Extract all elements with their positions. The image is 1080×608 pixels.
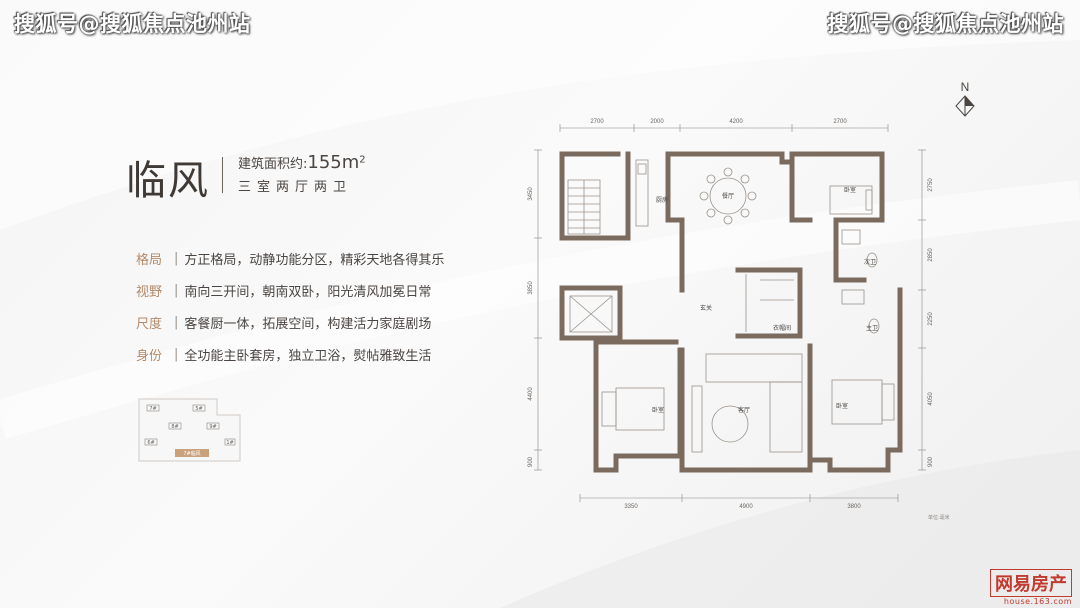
dim-left: 3850 [528, 281, 534, 295]
exterior-walls [559, 151, 903, 473]
bed-se [831, 379, 895, 425]
scale-note: 单位:毫米 [928, 515, 950, 521]
feature-separator: | [174, 282, 179, 298]
feature-text: 南向三开间，朝南双卧，阳光清风加冕日常 [184, 284, 432, 300]
bed-sw [601, 387, 665, 431]
bed-ne [829, 185, 873, 215]
room-label-bath-2: 主卫 [866, 324, 878, 332]
feature-label: 尺度 [136, 316, 163, 332]
room-label-kitchen: 厨房 [656, 196, 668, 204]
feature-row: 身份 | 全功能主卧套房，独立卫浴，熨帖雅致生活 [136, 338, 444, 370]
dim-right: 2250 [928, 312, 934, 326]
key-plan-label: 7# [149, 406, 156, 412]
feature-text: 全功能主卧套房，独立卫浴，熨帖雅致生活 [184, 348, 432, 364]
dim-top: 2700 [590, 119, 604, 125]
feature-text: 客餐厨一体，拓展空间，构建活力家庭剧场 [184, 316, 432, 332]
dim-bottom: 4900 [739, 504, 753, 510]
key-plan-label: 6# [147, 440, 154, 446]
area-value: 155m [307, 152, 360, 173]
room-label-bath-1: 次卫 [864, 258, 876, 266]
key-plan-highlight [175, 449, 209, 457]
room-label-bedroom-ne: 卧室 [844, 186, 856, 194]
elevator [569, 295, 613, 333]
dim-top: 2700 [833, 119, 847, 125]
dim-left: 900 [528, 456, 534, 467]
feature-list: 格局 | 方正格局，动静功能分区，精彩天地各得其乐 视野 | 南向三开间，朝南双… [136, 242, 444, 370]
feature-separator: | [174, 314, 179, 330]
brand-url: house.163.com [1003, 597, 1072, 606]
feature-label: 视野 [136, 284, 163, 300]
feature-label: 身份 [136, 348, 163, 364]
room-label-closet: 衣帽间 [773, 324, 791, 332]
dim-left: 3450 [528, 187, 534, 201]
room-label-living: 客厅 [738, 406, 750, 414]
unit-name: 临风 [126, 158, 210, 204]
dim-bottom: 3350 [624, 504, 638, 510]
key-plan-label: 1# [226, 440, 233, 446]
room-label-entrance: 玄关 [700, 304, 712, 312]
dim-right: 2850 [928, 248, 934, 262]
stairs [567, 179, 601, 235]
feature-separator: | [174, 250, 179, 266]
brand-logo-text: 网易房产 [990, 569, 1072, 597]
dining-table [699, 167, 757, 225]
area-line: 建筑面积约:155m2 [238, 152, 366, 173]
key-plan-label: 5# [195, 406, 202, 412]
kitchen-counter [635, 159, 649, 227]
feature-label: 格局 [136, 252, 163, 268]
room-label-bedroom-se: 卧室 [836, 402, 848, 410]
dim-right: 2750 [928, 178, 934, 192]
unit-layout: 三室两厅两卫 [238, 180, 353, 195]
dim-top: 2000 [650, 119, 664, 125]
key-plan-label: 9# [209, 424, 216, 430]
area-label: 建筑面积约: [238, 157, 308, 172]
closet-shelves [745, 274, 794, 332]
dim-left: 4400 [528, 387, 534, 401]
feature-row: 视野 | 南向三开间，朝南双卧，阳光清风加冕日常 [136, 274, 444, 306]
room-label-bedroom-sw: 卧室 [652, 406, 664, 414]
area-unit-sup: 2 [359, 154, 366, 166]
feature-separator: | [174, 346, 179, 362]
dim-right: 900 [928, 456, 934, 467]
dim-bottom: 3800 [847, 504, 861, 510]
feature-row: 格局 | 方正格局，动静功能分区，精彩天地各得其乐 [136, 242, 444, 274]
floor-plan: 2700 2000 4200 2700 3350 4900 3800 3450 … [528, 119, 934, 510]
room-label-dining: 餐厅 [722, 192, 734, 200]
watermark-right: 搜狐号@搜狐焦点池州站 [827, 12, 1064, 36]
living-furniture [691, 353, 803, 453]
brand-logo: 网易房产 house.163.com [990, 569, 1072, 606]
bathroom-fixtures [841, 229, 880, 334]
title-divider [222, 157, 223, 193]
dim-right: 4050 [928, 392, 934, 406]
north-label: N [961, 80, 970, 94]
feature-text: 方正格局，动静功能分区，精彩天地各得其乐 [184, 252, 445, 268]
dimension-lines [534, 124, 926, 502]
north-arrow-icon: N [955, 80, 975, 117]
key-plan-label: 8# [171, 424, 178, 430]
dim-top: 4200 [729, 119, 743, 125]
key-plan-highlight-label: 7#临风 [183, 450, 200, 457]
site-key-plan: 7# 5# 8# 9# 6# 1# 7#临风 [138, 398, 241, 462]
watermark-left: 搜狐号@搜狐焦点池州站 [14, 12, 251, 36]
feature-row: 尺度 | 客餐厨一体，拓展空间，构建活力家庭剧场 [136, 306, 444, 338]
